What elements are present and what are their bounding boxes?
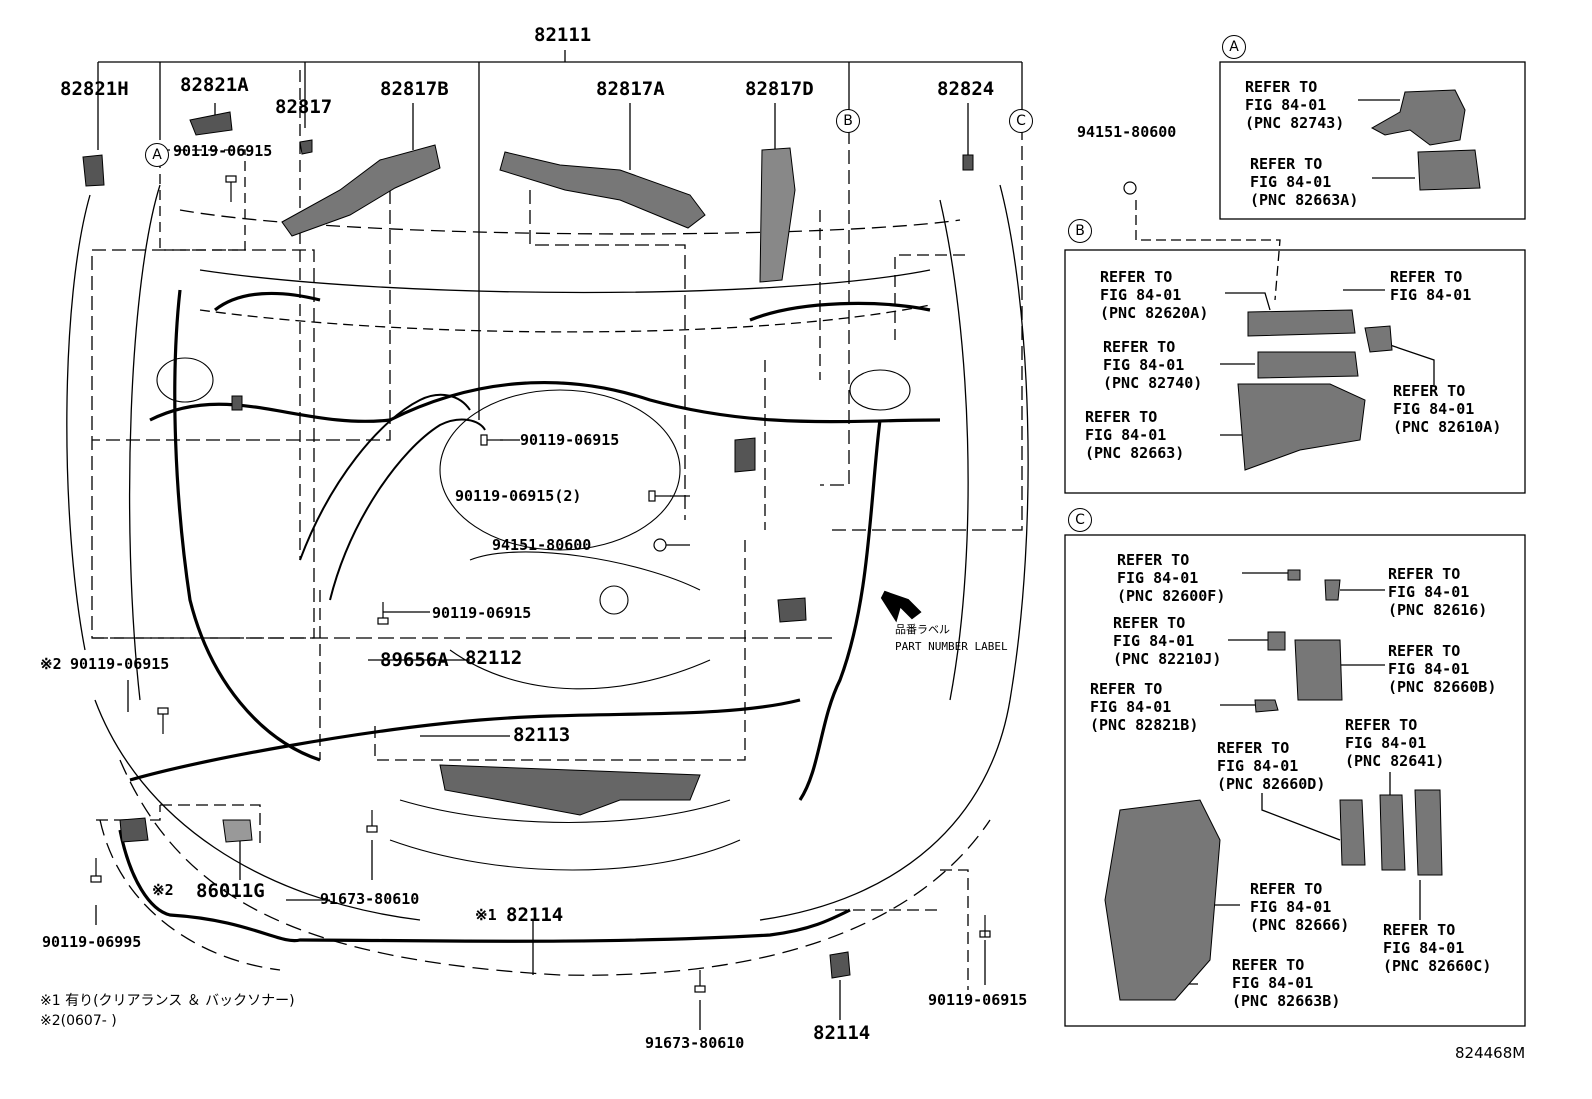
part-number-label-jp: 品番ラベル — [895, 623, 950, 636]
part-label-82817b: 82817B — [380, 78, 449, 100]
panel-c-ref: REFER TO FIG 84-01 (PNC 82666) — [1250, 880, 1350, 934]
note2-marker: ※2 — [152, 881, 174, 899]
nut-label: 94151-80600 — [492, 536, 592, 554]
panel-a-ref: REFER TO FIG 84-01 (PNC 82743) — [1245, 78, 1345, 132]
panel-a-frame — [1219, 61, 1526, 220]
figure-id: 824468M — [1455, 1044, 1526, 1062]
part-label-82111: 82111 — [534, 24, 592, 46]
panel-c-frame — [1064, 534, 1526, 1027]
footnote-1: ※1 有り(クリアランス ＆ バックソナー) — [40, 993, 295, 1009]
part-label-82114-bottom: 82114 — [813, 1022, 871, 1044]
part-label-89656a: 89656A — [380, 649, 449, 671]
panel-c-ref: REFER TO FIG 84-01 (PNC 82821B) — [1090, 680, 1199, 734]
panel-c-ref: REFER TO FIG 84-01 (PNC 82616) — [1388, 565, 1488, 619]
part-label-82817a: 82817A — [596, 78, 665, 100]
note1-marker: ※1 — [475, 906, 497, 924]
panel-b-label: B — [1068, 219, 1092, 243]
bolt-label: 91673-80610 — [645, 1034, 745, 1052]
callout-b-circle: B — [836, 109, 860, 133]
part-label-82817: 82817 — [275, 96, 333, 118]
bolt-label: 91673-80610 — [320, 890, 420, 908]
part-label-86011g: 86011G — [196, 880, 265, 902]
bolt-label: 90119-06915 — [520, 431, 620, 449]
panel-b-ref: REFER TO FIG 84-01 (PNC 82610A) — [1393, 382, 1502, 436]
part-label-82112: 82112 — [465, 647, 523, 669]
part-label-82817d: 82817D — [745, 78, 814, 100]
bolt-label: 90119-06915 — [173, 142, 273, 160]
panel-c-label: C — [1068, 508, 1092, 532]
bolt-label: 90119-06915(2) — [455, 487, 582, 505]
panel-b-frame — [1064, 249, 1526, 494]
panel-c-ref: REFER TO FIG 84-01 (PNC 82660C) — [1383, 921, 1492, 975]
bolt-label: 90119-06995 — [42, 933, 142, 951]
panel-b-ref: REFER TO FIG 84-01 (PNC 82663) — [1085, 408, 1185, 462]
panel-c-ref: REFER TO FIG 84-01 (PNC 82663B) — [1232, 956, 1341, 1010]
panel-b-ref: REFER TO FIG 84-01 (PNC 82740) — [1103, 338, 1203, 392]
panel-c-ref: REFER TO FIG 84-01 (PNC 82660D) — [1217, 739, 1326, 793]
part-number-label-en: PART NUMBER LABEL — [895, 640, 1008, 653]
part-label-82821a: 82821A — [180, 74, 249, 96]
part-label-82824: 82824 — [937, 78, 995, 100]
bolt-label: 90119-06915 — [70, 655, 170, 673]
part-label-82113: 82113 — [513, 724, 571, 746]
panel-c-ref: REFER TO FIG 84-01 (PNC 82660B) — [1388, 642, 1497, 696]
bolt-label: 90119-06915 — [432, 604, 532, 622]
callout-c-circle: C — [1009, 109, 1033, 133]
bolt-label: 90119-06915 — [928, 991, 1028, 1009]
panel-c-ref: REFER TO FIG 84-01 (PNC 82600F) — [1117, 551, 1226, 605]
label-arrow — [880, 590, 922, 623]
nut-label: 94151-80600 — [1077, 123, 1177, 141]
panel-b-ref: REFER TO FIG 84-01 (PNC 82620A) — [1100, 268, 1209, 322]
panel-c-ref: REFER TO FIG 84-01 (PNC 82641) — [1345, 716, 1445, 770]
note2-marker: ※2 — [40, 655, 62, 673]
callout-a-circle: A — [145, 143, 169, 167]
panel-a-ref: REFER TO FIG 84-01 (PNC 82663A) — [1250, 155, 1359, 209]
part-label-82114: 82114 — [506, 904, 564, 926]
panel-c-ref: REFER TO FIG 84-01 (PNC 82210J) — [1113, 614, 1222, 668]
panel-a-label: A — [1222, 35, 1246, 59]
footnote-2: ※2(0607- ) — [40, 1013, 117, 1029]
panel-b-ref: REFER TO FIG 84-01 — [1390, 268, 1472, 304]
part-label-82821h: 82821H — [60, 78, 129, 100]
